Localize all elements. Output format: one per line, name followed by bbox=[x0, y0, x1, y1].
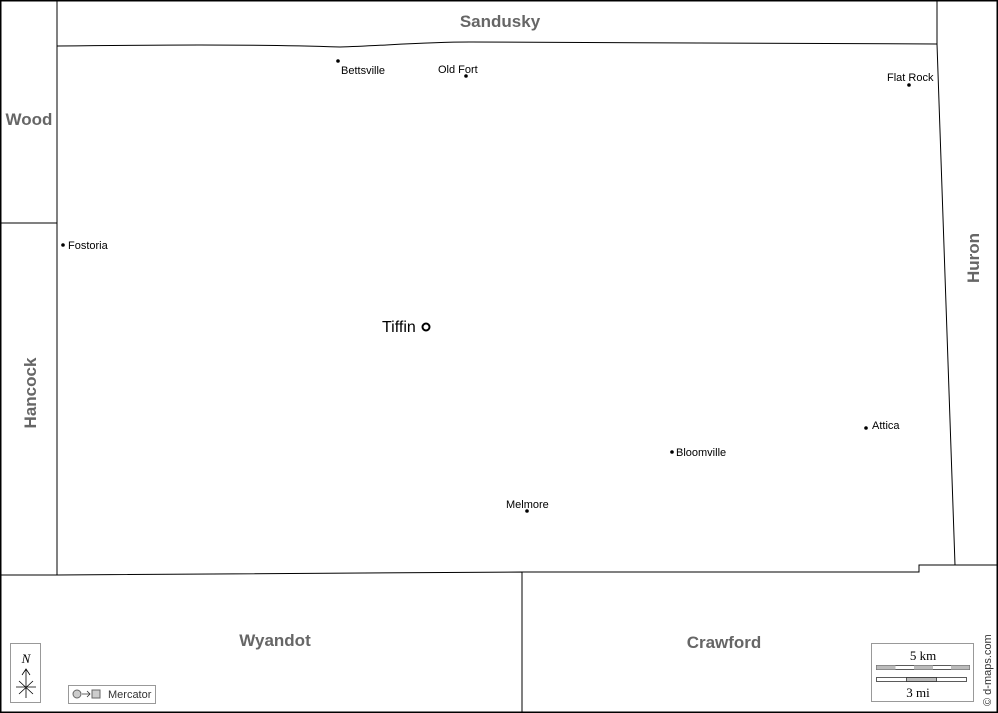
town-dot bbox=[525, 509, 529, 513]
town-dot bbox=[907, 83, 911, 87]
town-label: Fostoria bbox=[68, 240, 109, 252]
town-label: Flat Rock bbox=[887, 72, 934, 84]
arrow-icon bbox=[82, 690, 91, 698]
county-label-hancock: Hancock bbox=[21, 357, 40, 428]
county-seat-marker bbox=[421, 322, 431, 332]
town-dot bbox=[864, 426, 868, 430]
county-label-wyandot: Wyandot bbox=[239, 631, 311, 650]
city-label-tiffin: Tiffin bbox=[382, 319, 416, 336]
map-square-icon bbox=[91, 689, 101, 699]
towns: Bettsville Old Fort Flat Rock Fostoria A… bbox=[61, 59, 934, 513]
globe-icon bbox=[72, 689, 82, 699]
town-dot bbox=[61, 243, 65, 247]
town-label: Old Fort bbox=[438, 64, 478, 76]
scale-mi-label: 3 mi bbox=[906, 685, 930, 700]
town-label: Bloomville bbox=[676, 447, 726, 459]
north-arrow: N bbox=[10, 643, 41, 703]
county-label-wood: Wood bbox=[6, 110, 53, 129]
town-dot bbox=[336, 59, 340, 63]
projection-box: Mercator bbox=[68, 685, 156, 704]
town-label: Attica bbox=[872, 420, 900, 432]
credit-label: © d-maps.com bbox=[982, 634, 994, 706]
town-dot bbox=[464, 74, 468, 78]
projection-label: Mercator bbox=[108, 689, 152, 701]
compass-icon bbox=[16, 668, 36, 698]
town-label: Melmore bbox=[506, 499, 549, 511]
north-label: N bbox=[21, 651, 32, 666]
county-label-sandusky: Sandusky bbox=[460, 12, 541, 31]
scale-bar: 5 km 3 mi bbox=[871, 643, 974, 702]
scale-km-label: 5 km bbox=[910, 648, 936, 663]
town-label: Bettsville bbox=[341, 65, 385, 77]
town-dot bbox=[670, 450, 674, 454]
county-label-huron: Huron bbox=[964, 233, 983, 283]
county-label-crawford: Crawford bbox=[687, 633, 762, 652]
